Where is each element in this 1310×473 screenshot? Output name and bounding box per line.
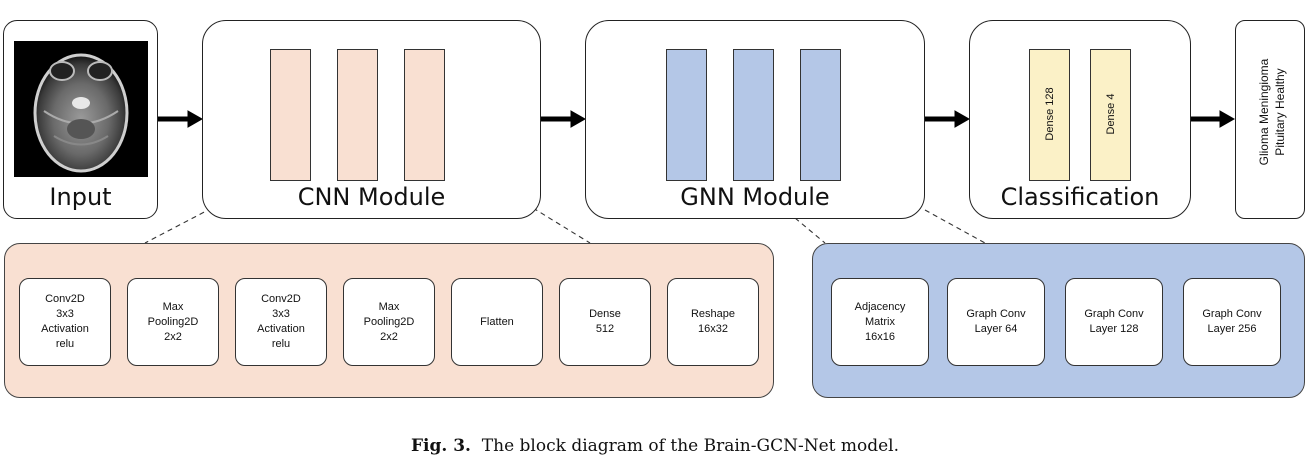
gnn-detail-adjacency: Adjacency Matrix 16x16	[831, 278, 929, 366]
cnn-layer-block	[404, 49, 445, 181]
figure-caption: Fig. 3. The block diagram of the Brain-G…	[0, 436, 1310, 456]
output-classes-line1: Glioma Meningioma	[1257, 58, 1271, 166]
gnn-layer-block	[666, 49, 707, 181]
zoom-lines	[144, 207, 986, 244]
gnn-module-box: GNN Module	[585, 20, 925, 219]
cnn-module-box: CNN Module	[202, 20, 541, 219]
caption-text: The block diagram of the Brain-GCN-Net m…	[481, 436, 900, 456]
cnn-detail-dense: Dense 512	[559, 278, 651, 366]
main-flow-arrows	[158, 110, 1236, 128]
classification-box: Dense 128 Dense 4 Classification	[969, 20, 1191, 219]
caption-label: Fig. 3.	[410, 436, 471, 456]
gnn-detail-graphconv-64: Graph Conv Layer 64	[947, 278, 1045, 366]
gnn-detail-panel: Adjacency Matrix 16x16 Graph Conv Layer …	[812, 243, 1305, 398]
dense-128-block: Dense 128	[1029, 49, 1070, 181]
mri-image	[14, 41, 148, 177]
dense-4-label: Dense 4	[1105, 93, 1117, 135]
cnn-layer-block	[270, 49, 311, 181]
cnn-detail-reshape: Reshape 16x32	[667, 278, 759, 366]
classification-label: Classification	[1000, 183, 1160, 211]
cnn-detail-conv2d: Conv2D 3x3 Activation relu	[19, 278, 111, 366]
cnn-detail-panel: Conv2D 3x3 Activation relu Max Pooling2D…	[4, 243, 774, 398]
gnn-detail-graphconv-128: Graph Conv Layer 128	[1065, 278, 1163, 366]
gnn-layer-block	[733, 49, 774, 181]
brain-scan-icon	[33, 53, 129, 173]
gnn-layer-block	[800, 49, 841, 181]
cnn-detail-maxpool: Max Pooling2D 2x2	[127, 278, 219, 366]
gnn-detail-graphconv-256: Graph Conv Layer 256	[1183, 278, 1281, 366]
cnn-module-label: CNN Module	[297, 183, 446, 211]
cnn-layer-block	[337, 49, 378, 181]
output-classes-line2: Pituitary Healthy	[1273, 68, 1287, 156]
output-box: Glioma Meningioma Pituitary Healthy	[1235, 20, 1305, 219]
dense-128-label: Dense 128	[1044, 87, 1056, 141]
input-box: Input	[3, 20, 158, 219]
cnn-detail-flatten: Flatten	[451, 278, 543, 366]
cnn-detail-conv2d: Conv2D 3x3 Activation relu	[235, 278, 327, 366]
input-label: Input	[49, 183, 112, 211]
gnn-module-label: GNN Module	[680, 183, 830, 211]
cnn-detail-maxpool: Max Pooling2D 2x2	[343, 278, 435, 366]
dense-4-block: Dense 4	[1090, 49, 1131, 181]
